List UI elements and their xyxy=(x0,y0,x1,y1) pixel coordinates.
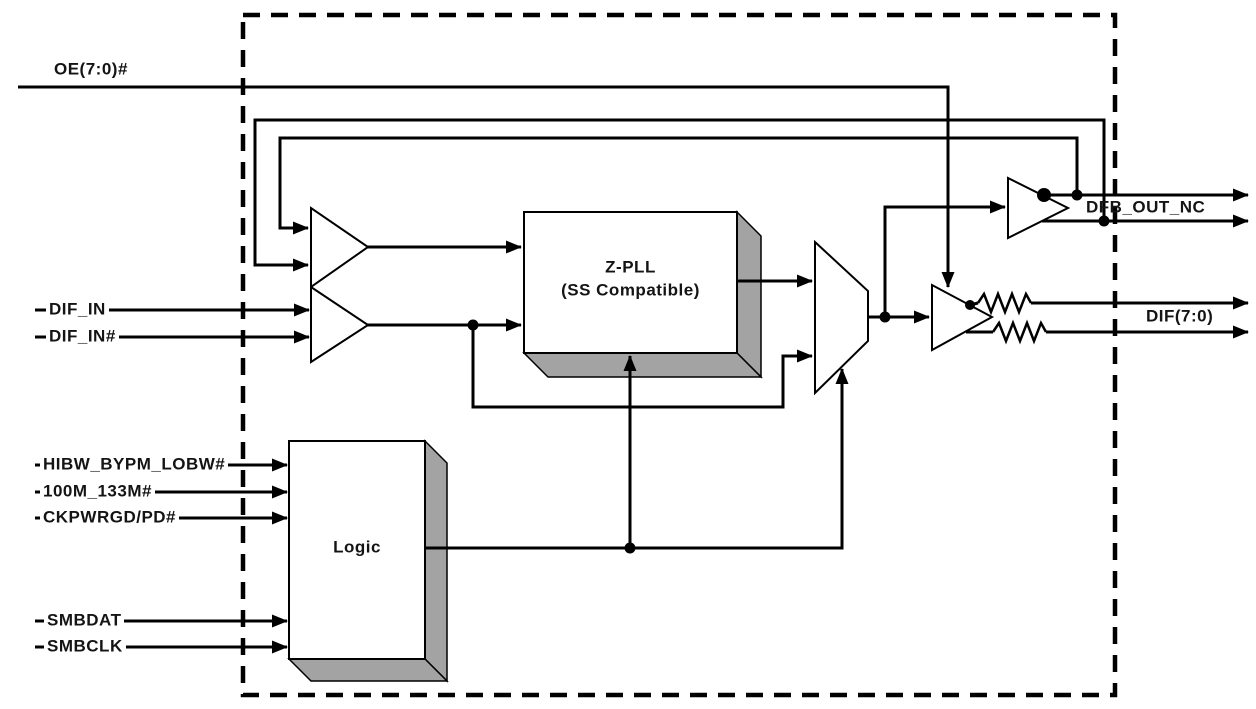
label-hibw: HIBW_BYPM_LOBW# xyxy=(40,455,229,475)
junction-bypass xyxy=(467,319,479,331)
junction-dfb-lower xyxy=(1098,215,1110,227)
logic-block-shadow xyxy=(287,439,449,683)
label-logic: Logic xyxy=(333,537,381,557)
logic-block xyxy=(288,440,426,660)
label-oe: OE(7:0)# xyxy=(54,59,128,79)
label-dif-in: DIF_IN xyxy=(46,300,109,320)
junction-mux-out xyxy=(879,311,891,323)
label-smbdat: SMBDAT xyxy=(44,611,125,631)
label-zpll-line2: (SS Compatible) xyxy=(561,280,700,300)
label-dif-in-n: DIF_IN# xyxy=(46,327,119,347)
dfb-output-buffer xyxy=(1007,176,1071,240)
mux xyxy=(814,239,869,396)
label-ckpwrgd: CKPWRGD/PD# xyxy=(40,508,180,528)
junction-dfb-upper xyxy=(1071,189,1083,201)
input-buffer-top xyxy=(310,206,370,289)
wire-oe xyxy=(18,85,955,288)
buffers xyxy=(310,176,1071,364)
wire-bypass-to-mux xyxy=(471,325,813,409)
wire-feedback-outer xyxy=(253,118,1106,272)
resistor-lower xyxy=(991,319,1048,345)
label-dif-out: DIF(7:0) xyxy=(1146,306,1214,326)
junction-dfb-edge xyxy=(1037,188,1051,202)
wire-logic-to-mux-select xyxy=(425,368,849,550)
input-buffer-bottom xyxy=(310,285,370,364)
zpll-block xyxy=(523,211,738,354)
resistor-upper xyxy=(976,290,1033,316)
junction-dif-tap xyxy=(965,300,975,310)
junction-logic-out xyxy=(624,542,636,554)
label-smbclk: SMBCLK xyxy=(44,637,126,657)
junction-dots xyxy=(467,188,1110,554)
label-dfb-out: DFB_OUT_NC xyxy=(1086,197,1206,217)
dif-output-buffer xyxy=(931,283,995,352)
label-zpll-line1: Z-PLL xyxy=(605,257,656,277)
label-100m-133m: 100M_133M# xyxy=(40,482,155,502)
series-resistors xyxy=(976,290,1048,345)
wire-to-dfb-buffer xyxy=(883,200,1006,317)
wires xyxy=(18,85,1249,654)
chip-boundary xyxy=(240,12,1118,698)
wire-feedback-inner xyxy=(278,136,1079,235)
